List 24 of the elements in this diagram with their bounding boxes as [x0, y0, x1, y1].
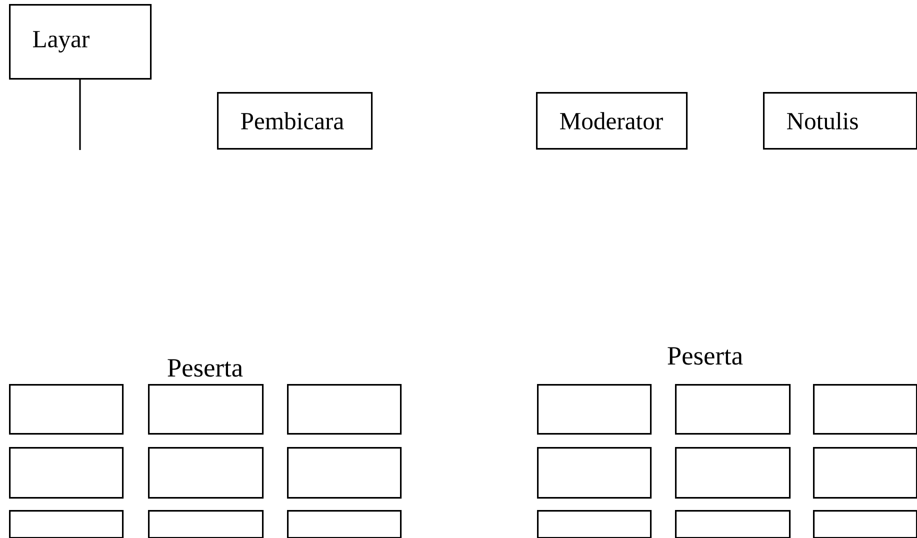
seat-box: [287, 384, 402, 435]
seat-box: [148, 447, 264, 499]
screen-box: Layar: [9, 4, 152, 80]
group-label: Peserta: [168, 359, 243, 377]
seat-box: [537, 510, 652, 538]
seat-box: [9, 510, 124, 538]
seat-box: [813, 510, 917, 538]
seat-box: [813, 384, 917, 435]
seat-box: [148, 510, 264, 538]
seat-box: [287, 510, 402, 538]
role-box: Moderator: [536, 92, 688, 150]
role-box: Pembicara: [217, 92, 373, 150]
seat-box: [9, 384, 124, 435]
seat-box: [537, 447, 652, 499]
seat-box: [675, 447, 791, 499]
seat-box: [148, 384, 264, 435]
seat-box: [287, 447, 402, 499]
role-box: Notulis: [763, 92, 917, 150]
seat-box: [675, 510, 791, 538]
seat-box: [9, 447, 124, 499]
seat-box: [675, 384, 791, 435]
group-label: Peserta: [668, 347, 743, 365]
seat-box: [813, 447, 917, 499]
seat-box: [537, 384, 652, 435]
